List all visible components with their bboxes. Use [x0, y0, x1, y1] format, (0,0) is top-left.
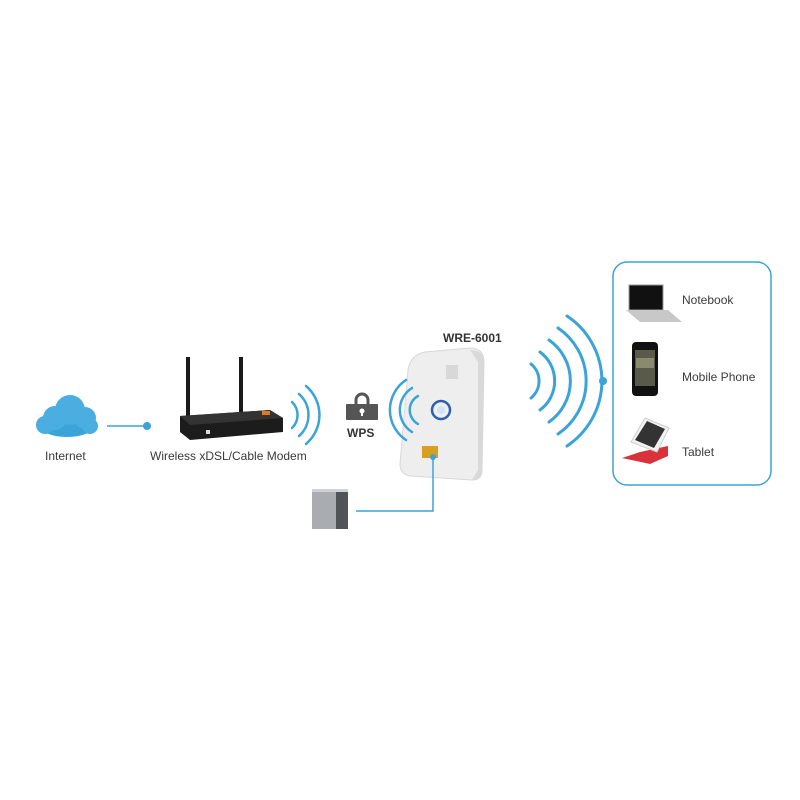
mobile-phone-icon — [632, 342, 658, 396]
connection-dot — [599, 377, 607, 385]
extender-model-label: WRE-6001 — [443, 331, 502, 345]
wifi-signal-icon — [388, 378, 420, 442]
router-icon — [180, 357, 283, 440]
desktop-computer-icon — [312, 489, 348, 529]
modem-label: Wireless xDSL/Cable Modem — [150, 449, 307, 463]
device-label-notebook: Notebook — [682, 293, 734, 307]
cloud-icon — [36, 395, 98, 437]
connection-extender-pc — [356, 458, 434, 512]
range-extender-device — [399, 347, 485, 481]
connection-dot — [143, 422, 151, 430]
tablet-icon — [622, 417, 670, 464]
device-label-mobile-phone: Mobile Phone — [682, 370, 756, 384]
notebook-icon — [626, 284, 682, 322]
client-devices-box — [612, 261, 772, 486]
lock-icon — [346, 392, 378, 420]
device-label-tablet: Tablet — [682, 445, 715, 459]
internet-label: Internet — [45, 449, 86, 463]
wifi-signal-icon — [529, 314, 604, 448]
wps-label: WPS — [347, 426, 375, 440]
wifi-signal-icon — [290, 384, 321, 446]
